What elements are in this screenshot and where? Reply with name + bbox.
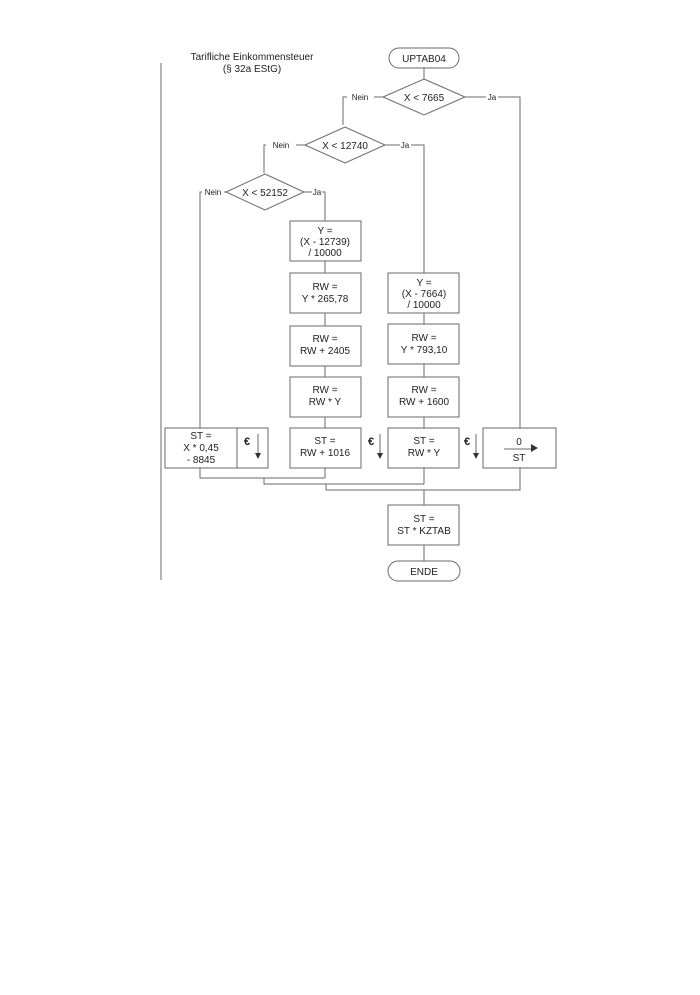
process-box-zone3-st: ST = RW + 1016 [289,427,362,469]
currency-marker-zone3: € [368,434,383,459]
decision-label: X < 52152 [242,188,288,199]
diagram-title-line1: Tarifliche Einkommensteuer [191,52,314,63]
arrow-right-icon [531,444,538,452]
branch-label-no-d3: Nein [205,188,221,197]
euro-icon: € [244,436,250,448]
decision-x-lt-52152: X < 52152 [224,173,306,211]
svg-text:RW =: RW = [312,334,337,345]
svg-text:Y =: Y = [416,278,431,289]
svg-text:X * 0,45: X * 0,45 [183,443,219,454]
svg-text:(X - 7664): (X - 7664) [402,289,446,300]
end-terminal: ENDE [387,560,461,582]
arrow-down-icon [255,453,261,459]
assign-from: 0 [516,437,522,448]
process-box-zone3-y: Y = (X - 12739) / 10000 [289,220,362,262]
svg-text:/ 10000: / 10000 [407,300,441,311]
connector-lines [199,68,521,561]
svg-text:(X - 12739): (X - 12739) [300,237,350,248]
branch-label-yes-d1: Ja [488,93,497,102]
start-label: UPTAB04 [402,54,446,65]
svg-text:RW =: RW = [411,385,436,396]
svg-text:ST =: ST = [190,431,211,442]
svg-text:Y * 793,10: Y * 793,10 [401,345,448,356]
euro-icon: € [464,436,470,448]
svg-text:RW =: RW = [312,282,337,293]
svg-text:RW =: RW = [312,385,337,396]
diagram-title-line2: (§ 32a EStG) [223,64,281,75]
svg-text:ST =: ST = [314,436,335,447]
decision-label: X < 12740 [322,141,368,152]
process-box-zone2-st: ST = RW * Y [387,427,460,469]
branch-label-no-d1: Nein [352,93,368,102]
process-box-zone4-st: ST = X * 0,45 - 8845 € [164,427,269,469]
svg-text:RW + 1600: RW + 1600 [399,397,450,408]
end-label: ENDE [410,567,438,578]
decision-label: X < 7665 [404,93,445,104]
svg-text:RW + 2405: RW + 2405 [300,346,351,357]
assign-to: ST [513,453,526,464]
svg-text:RW =: RW = [411,333,436,344]
process-box-zone2-y: Y = (X - 7664) / 10000 [387,272,460,314]
svg-text:Y =: Y = [317,226,332,237]
branch-label-yes-d2: Ja [401,141,410,150]
branch-label-no-d2: Nein [273,141,289,150]
svg-text:/ 10000: / 10000 [308,248,342,259]
svg-text:Y * 265,78: Y * 265,78 [302,294,349,305]
branch-label-yes-d3: Ja [313,188,322,197]
process-box-zone2-rw1: RW = Y * 793,10 [387,323,460,365]
arrow-down-icon [377,453,383,459]
process-box-final-st: ST = ST * KZTAB [387,504,460,546]
svg-text:RW + 1016: RW + 1016 [300,448,351,459]
svg-text:- 8845: - 8845 [187,455,216,466]
process-box-zone1-assign: 0 ST [482,427,557,469]
arrow-down-icon [473,453,479,459]
process-box-zone3-rw3: RW = RW * Y [289,376,362,418]
decision-x-lt-12740: X < 12740 [303,126,387,164]
currency-marker-zone2: € [464,434,479,459]
svg-text:ST * KZTAB: ST * KZTAB [397,526,451,537]
process-box-zone3-rw2: RW = RW + 2405 [289,325,362,367]
euro-icon: € [368,436,374,448]
start-terminal: UPTAB04 [388,47,460,69]
process-box-zone2-rw2: RW = RW + 1600 [387,376,460,418]
process-box-zone3-rw1: RW = Y * 265,78 [289,272,362,314]
svg-text:ST =: ST = [413,436,434,447]
svg-text:ST =: ST = [413,514,434,525]
svg-text:RW * Y: RW * Y [309,397,342,408]
svg-text:RW * Y: RW * Y [408,448,441,459]
decision-x-lt-7665: X < 7665 [381,78,467,116]
